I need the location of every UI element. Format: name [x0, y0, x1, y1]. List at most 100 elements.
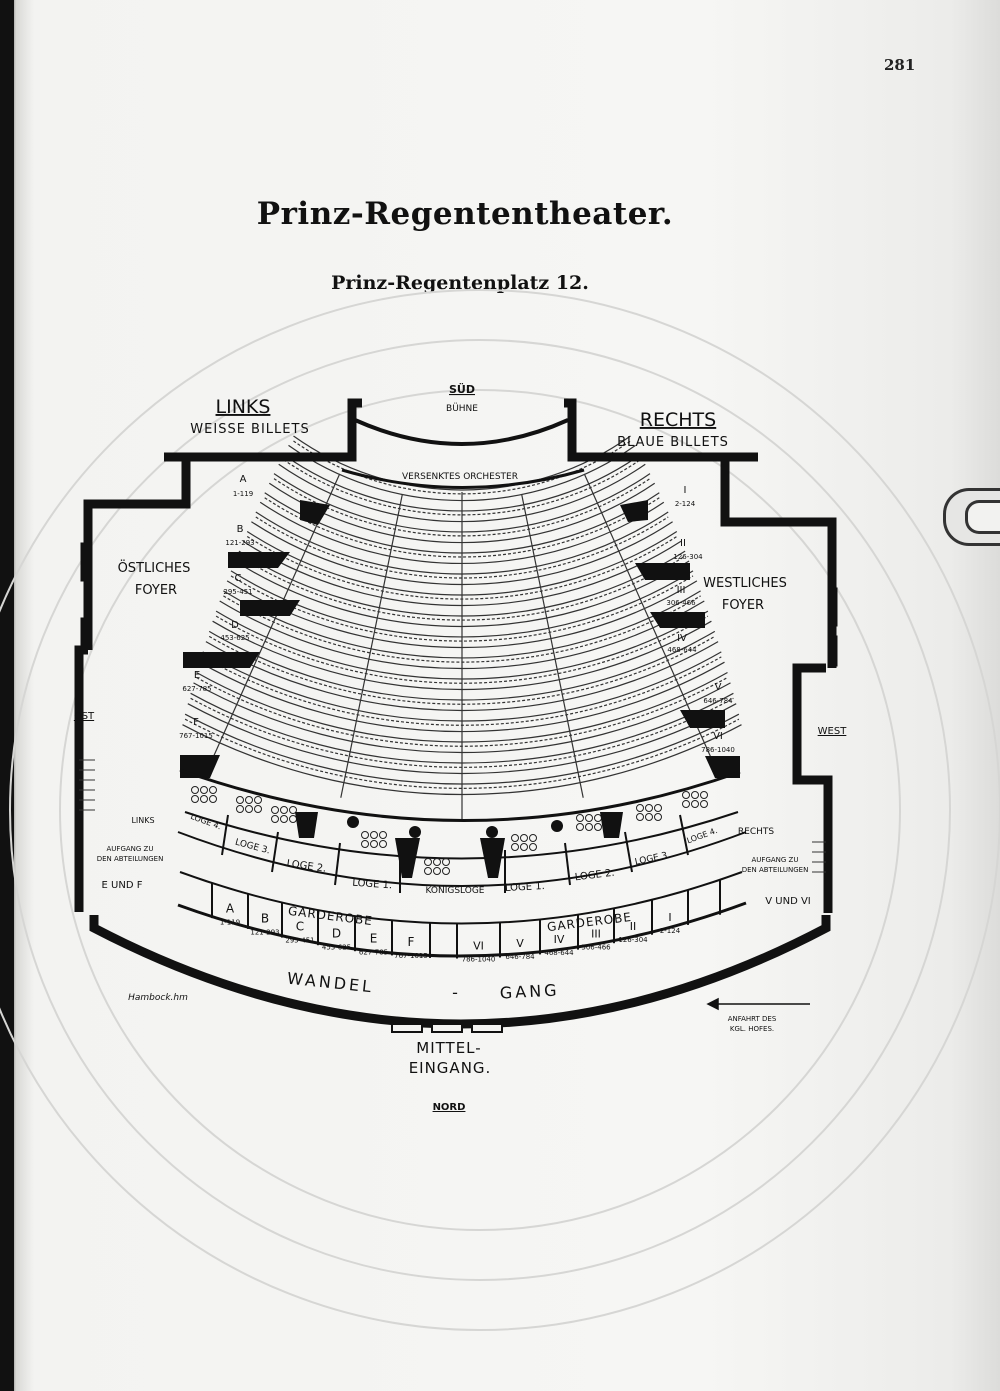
loge-chair: [236, 805, 244, 813]
label-ost: OST: [74, 711, 95, 722]
label-foyer-west: FOYER: [722, 598, 764, 613]
label-weisse-billets: WEISSE BILLETS: [190, 422, 309, 437]
side-walls: [80, 542, 838, 667]
loge-chair: [594, 823, 602, 831]
seat-row-seats: [283, 459, 641, 516]
loge-chair: [361, 831, 369, 839]
page-subtitle: Prinz-Regentenplatz 12.: [331, 272, 589, 294]
loge-divider: [564, 842, 571, 886]
garderobe-cell-letter: II: [630, 920, 637, 933]
section-f-letter: F: [193, 717, 199, 728]
loge-chair: [254, 805, 262, 813]
loge-chair: [280, 815, 288, 823]
loge-chairs: [191, 786, 708, 875]
seat-row-seats: [184, 718, 740, 789]
garderobe-cell-letter: A: [226, 902, 235, 916]
loge-divider: [334, 842, 341, 886]
label-e-und-f: E UND F: [102, 880, 143, 891]
section-e-letter: E: [194, 670, 200, 681]
section-d-range: 453-625: [220, 634, 249, 642]
section-c-letter: C: [235, 573, 242, 584]
loge-chair: [424, 858, 432, 866]
section-b-letter: B: [237, 524, 244, 535]
orchestra-pit: [341, 468, 585, 489]
garderobe-cell-range: 627-785: [359, 949, 388, 957]
loge-chair: [245, 796, 253, 804]
loge-divider: [624, 831, 633, 873]
section-b-range: 121-293: [225, 539, 254, 547]
loge-chair: [191, 795, 199, 803]
label-sued: SÜD: [449, 382, 475, 396]
loge-2-left: LOGE 2.: [286, 858, 327, 874]
section-f-range: 767-1015: [179, 732, 213, 740]
block-aisle: [521, 493, 584, 798]
section-iii-range: 306-466: [666, 599, 696, 607]
loge-chair: [654, 813, 662, 821]
section-d-letter: D: [231, 620, 239, 631]
garderobe-cell-letter: V: [516, 937, 524, 950]
garderobe-cell-letter: C: [296, 920, 304, 934]
seat-row-seats: [208, 635, 716, 705]
loge-chair: [691, 800, 699, 808]
loge-divider: [679, 814, 689, 856]
loge-chair: [370, 831, 378, 839]
loge-chair: [379, 831, 387, 839]
aufgang-left-1: AUFGANG ZU: [107, 845, 154, 853]
block-aisle: [340, 493, 403, 798]
loge-chair: [529, 843, 537, 851]
garderobe-cell-range: 126-304: [618, 936, 648, 944]
loge-chair: [424, 867, 432, 875]
section-i-letter: I: [684, 485, 687, 496]
loge-chair: [245, 805, 253, 813]
seat-row: [293, 435, 631, 491]
anfahrt-1: ANFAHRT DES: [728, 1015, 777, 1023]
loge-chair: [200, 786, 208, 794]
garderobe-cell-range: 468-644: [544, 949, 574, 957]
garderobe-cell-letter: VI: [473, 939, 484, 952]
garderobe-cell-range: 121-293: [250, 928, 279, 936]
loge-chair: [433, 858, 441, 866]
section-v-letter: V: [715, 682, 722, 693]
garderobe-outer: [177, 901, 747, 958]
section-i-range: 2-124: [675, 500, 696, 508]
label-links: LINKS: [216, 396, 271, 418]
loge-front: [184, 811, 739, 860]
loge-chair: [594, 814, 602, 822]
book-spine: [0, 0, 14, 1391]
seat-row-seats: [230, 575, 694, 642]
plan-labels: SÜD BÜHNE VERSENKTES ORCHESTER LINKS WEI…: [74, 382, 847, 1113]
page-title: Prinz-Regententheater.: [256, 196, 674, 232]
garderobe-cell-range: 306-466: [581, 944, 611, 952]
loge-3-right: LOGE 3.: [634, 850, 671, 867]
garderobe-inner: [179, 871, 743, 925]
loge-chair: [191, 786, 199, 794]
loge-chair: [280, 806, 288, 814]
label-koenigsloge: KÖNIGSLOGE: [425, 885, 484, 896]
loge-chair: [442, 858, 450, 866]
garderobe-cell-range: 646-784: [505, 953, 535, 961]
aufgang-left-2: DEN ABTEILUNGEN: [97, 855, 164, 863]
loge-chair: [289, 806, 297, 814]
garderobe-cell-range: 786-1040: [462, 955, 496, 963]
label-gang: GANG: [499, 980, 560, 1002]
loge-chair: [576, 823, 584, 831]
loge-chair: [200, 795, 208, 803]
side-stairs: [79, 759, 826, 873]
garderobe-cell-letter: III: [591, 928, 601, 941]
label-dash: -: [452, 983, 458, 1002]
loge-chair: [361, 840, 369, 848]
label-blaue-billets: BLAUE BILLETS: [617, 435, 729, 450]
seat-row-seats: [293, 440, 631, 495]
aufgang-right-2: DEN ABTEILUNGEN: [742, 866, 809, 874]
bleed-through-ghost: [0, 289, 1000, 1331]
loge-chair: [529, 834, 537, 842]
section-vi-letter: VI: [713, 731, 723, 742]
loge-4-left: LOGE 4.: [189, 812, 222, 831]
section-e-range: 627-785: [182, 685, 211, 693]
loge-divider: [271, 831, 279, 873]
loge-chair: [236, 796, 244, 804]
label-oestliches: ÖSTLICHES: [118, 559, 191, 576]
label-nord: NORD: [433, 1102, 466, 1113]
loge-back: [177, 831, 747, 887]
